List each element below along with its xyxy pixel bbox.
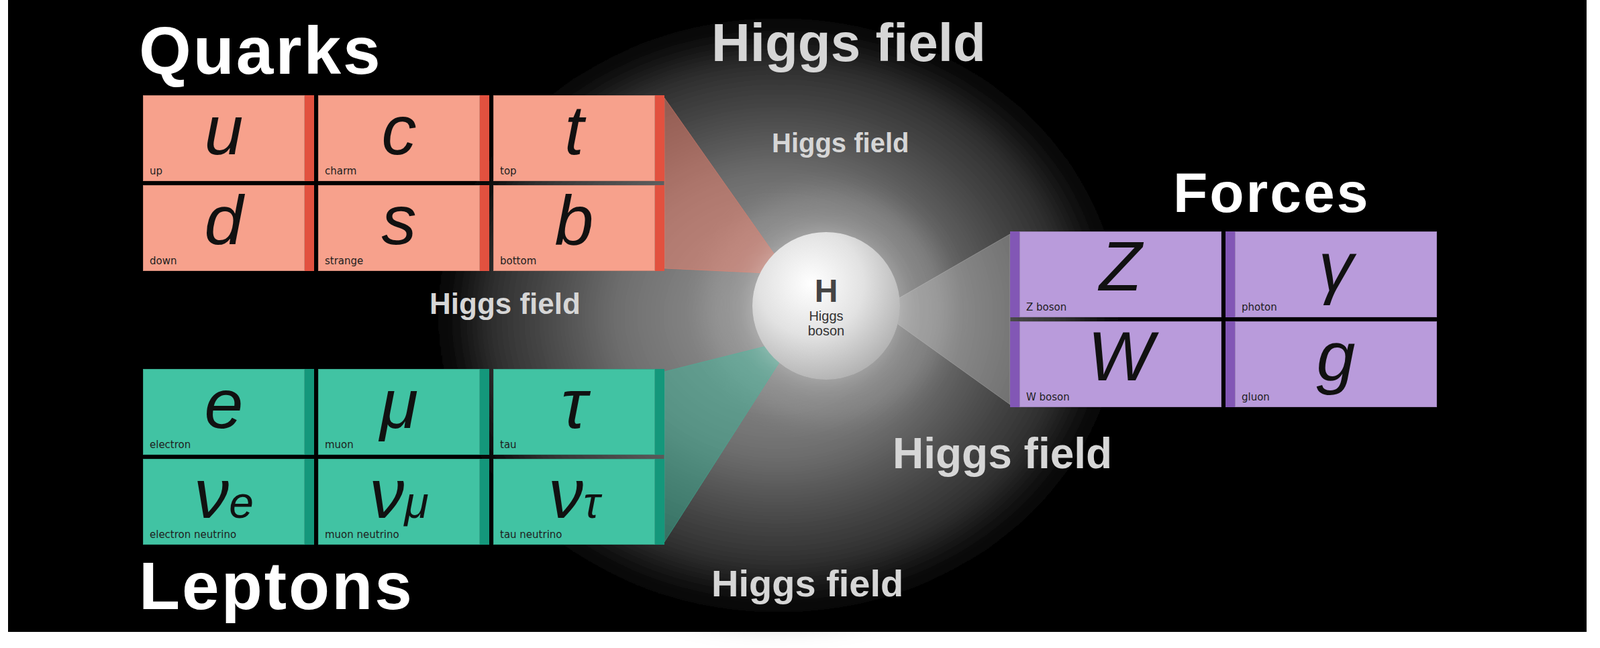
particle-name: photon bbox=[1241, 301, 1431, 314]
particle-cell: bbottom bbox=[493, 185, 665, 272]
particle-cell: ccharm bbox=[318, 95, 490, 182]
watermark-holder: Higgs field bbox=[771, 127, 909, 159]
particle-symbol: W bbox=[1026, 321, 1215, 392]
watermark-holder: Higgs field bbox=[429, 287, 581, 322]
particle-cell: γphoton bbox=[1225, 231, 1437, 318]
particle-symbol: u bbox=[149, 95, 298, 166]
particle-symbol: μ bbox=[324, 369, 474, 439]
particle-cell: νμmuon neutrino bbox=[318, 459, 490, 545]
particle-symbol: c bbox=[324, 95, 474, 166]
particle-name: W boson bbox=[1026, 391, 1215, 404]
particle-name: electron neutrino bbox=[149, 528, 298, 541]
higgs-sphere: HHiggs boson bbox=[752, 232, 900, 380]
particle-cell: uup bbox=[142, 95, 315, 182]
beam-wedge bbox=[664, 343, 785, 543]
particle-name: tau bbox=[500, 438, 649, 452]
particle-symbol: τ bbox=[500, 369, 649, 439]
watermark-text: Higgs field bbox=[429, 287, 581, 322]
beam-wedge bbox=[888, 234, 1011, 405]
particle-name: down bbox=[149, 255, 298, 268]
group-heading: Leptons bbox=[138, 547, 415, 625]
particle-cell: ddown bbox=[142, 185, 315, 272]
watermark-holder: Higgs field bbox=[892, 429, 1113, 480]
higgs-name: Higgs boson bbox=[789, 308, 864, 339]
particle-name: muon bbox=[324, 438, 474, 452]
watermark-holder: Higgs field bbox=[711, 562, 904, 606]
particle-cell: νeelectron neutrino bbox=[142, 459, 315, 545]
particle-name: top bbox=[500, 165, 649, 178]
particle-group: Leptonseelectronμmuonτtauνeelectron neut… bbox=[142, 369, 665, 545]
watermark-text: Higgs field bbox=[711, 12, 986, 74]
particle-cell: τtau bbox=[493, 369, 665, 456]
beam-connector bbox=[664, 343, 785, 543]
watermark-text: Higgs field bbox=[892, 429, 1113, 480]
particle-name: up bbox=[149, 165, 298, 178]
particle-symbol: s bbox=[324, 185, 474, 256]
particle-cell: eelectron bbox=[142, 369, 315, 456]
beam-connector bbox=[664, 97, 781, 274]
particle-cell: ttop bbox=[493, 95, 665, 182]
watermark-holder: Higgs field bbox=[711, 12, 986, 74]
particle-name: strange bbox=[324, 255, 474, 268]
particle-name: tau neutrino bbox=[500, 528, 649, 541]
particle-symbol: Z bbox=[1026, 231, 1215, 302]
particle-symbol: γ bbox=[1241, 231, 1431, 302]
watermark-text: Higgs field bbox=[771, 127, 909, 159]
higgs-symbol: H bbox=[814, 273, 839, 309]
group-heading: Forces bbox=[1173, 160, 1370, 226]
particle-symbol: νe bbox=[149, 459, 298, 529]
watermark-text: Higgs field bbox=[711, 562, 904, 606]
beam-wedge bbox=[664, 97, 781, 274]
particle-symbol: e bbox=[149, 369, 298, 439]
group-heading: Quarks bbox=[138, 12, 383, 90]
particle-group: ForcesZZ bosonγphotonWW bosonggluon bbox=[1010, 231, 1437, 408]
particle-symbol: t bbox=[500, 95, 649, 166]
particle-symbol: ντ bbox=[500, 459, 649, 529]
black-panel bbox=[8, 0, 1587, 633]
particle-name: charm bbox=[324, 165, 474, 178]
particle-group: Quarksuupccharmttopddownsstrangebbottom bbox=[142, 95, 665, 272]
particle-name: bottom bbox=[500, 255, 649, 268]
particle-name: gluon bbox=[1241, 391, 1431, 404]
particle-cell: μmuon bbox=[318, 369, 490, 456]
particle-name: Z boson bbox=[1026, 301, 1215, 314]
particle-cell: WW boson bbox=[1010, 321, 1222, 408]
particle-name: muon neutrino bbox=[324, 528, 474, 541]
particle-symbol: g bbox=[1241, 321, 1431, 392]
particle-name: electron bbox=[149, 438, 298, 452]
particle-cell: ZZ boson bbox=[1010, 231, 1222, 318]
beam-connector bbox=[888, 234, 1011, 405]
particle-symbol: d bbox=[149, 185, 298, 256]
particle-symbol: b bbox=[500, 185, 649, 256]
particle-symbol: νμ bbox=[324, 459, 474, 529]
particle-cell: ggluon bbox=[1225, 321, 1437, 408]
particle-cell: sstrange bbox=[318, 185, 490, 272]
particle-cell: ντtau neutrino bbox=[493, 459, 665, 545]
